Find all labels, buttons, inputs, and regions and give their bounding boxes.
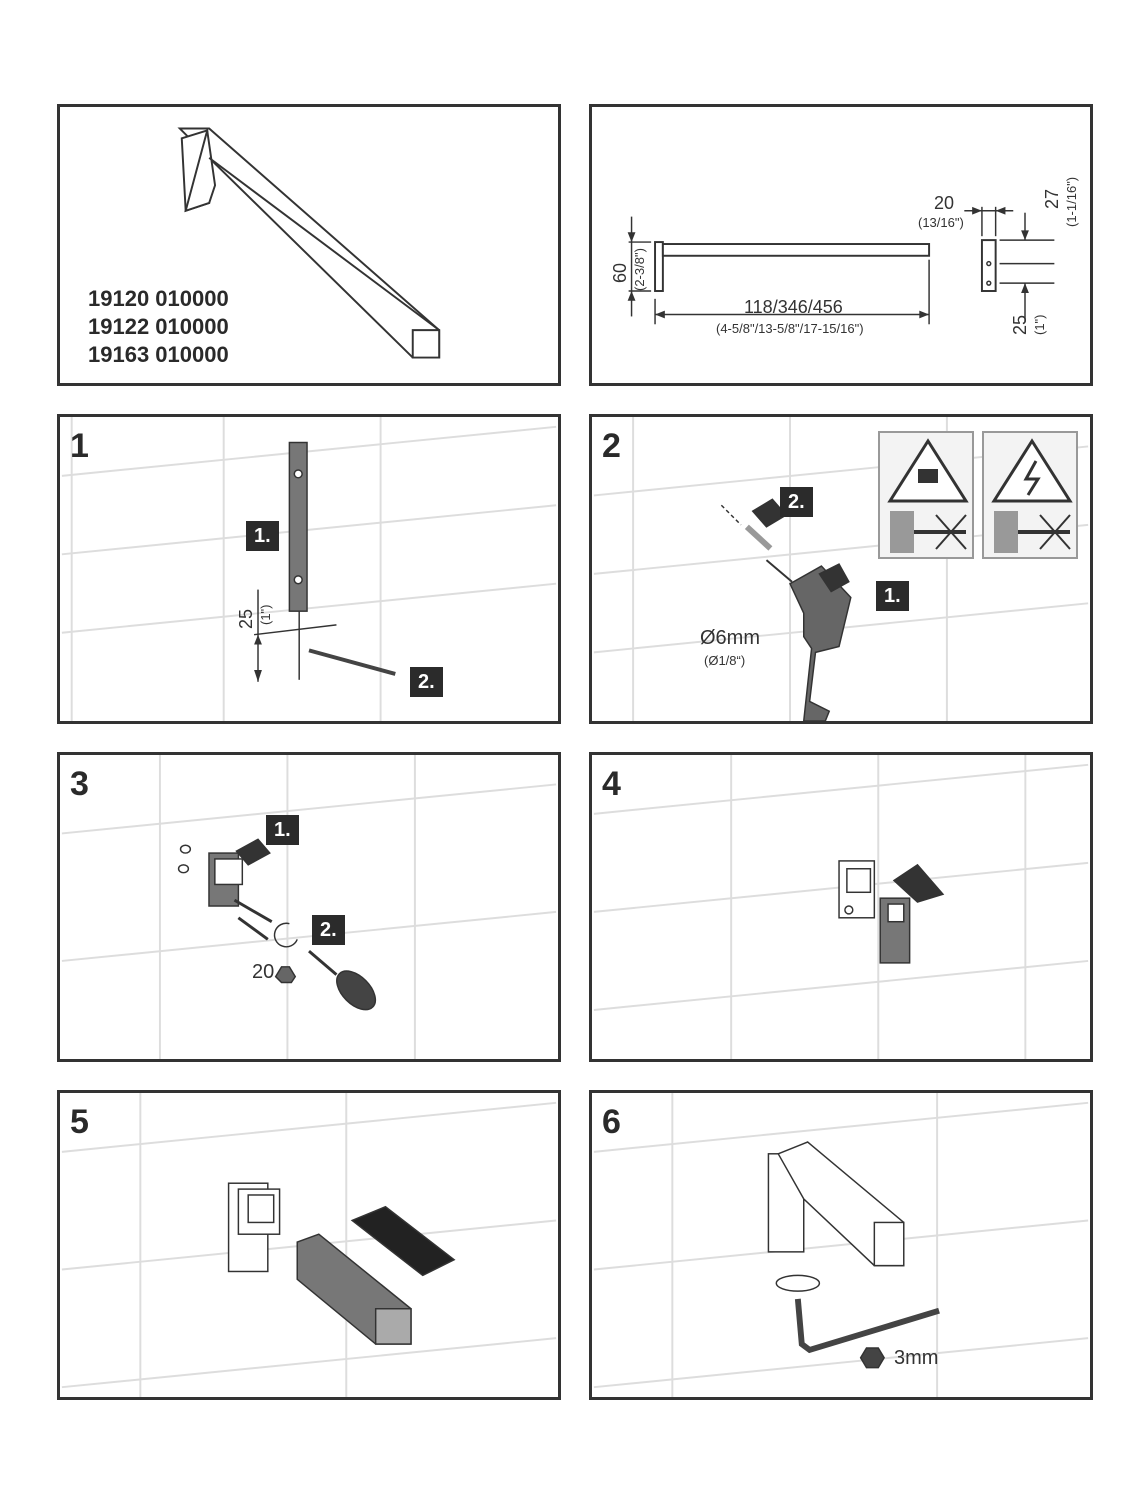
step-5-panel: 5: [57, 1090, 561, 1400]
dimension-drawing: [627, 206, 1055, 325]
step-badge: 1.: [266, 815, 299, 845]
measure-mm-label: 25: [236, 608, 256, 629]
bracket-cover-illustration: [593, 755, 1089, 1059]
model-number: 19163 010000: [88, 342, 229, 367]
step-badge: 2.: [410, 667, 443, 697]
bottom-offset-mm-label: 25: [1010, 314, 1030, 335]
mounting-bracket-illustration: [61, 755, 557, 1059]
height-mm-label: 60: [610, 262, 630, 283]
step-badge: 2.: [780, 487, 813, 517]
step-1-panel: 1 1. 2. 25 (1"): [57, 414, 561, 724]
top-offset-mm-label: 27: [1042, 188, 1062, 209]
step-number: 3: [70, 765, 89, 803]
step-number: 4: [602, 765, 621, 803]
step-badge: 1.: [246, 521, 279, 551]
measure-in-label: (1"): [258, 604, 273, 625]
towel-rail-illustration: [177, 127, 441, 359]
step-3-panel: 3 1. 2. 20: [57, 752, 561, 1062]
step-number: 6: [602, 1103, 621, 1141]
step-number: 5: [70, 1103, 89, 1141]
tile-wall-illustration: [61, 417, 557, 721]
step-badge: 1.: [876, 581, 909, 611]
depth-mm-label: 20: [934, 193, 955, 213]
hex-key-size-label: 3mm: [894, 1347, 939, 1369]
length-mm-label: 118/346/456: [744, 297, 843, 317]
depth-in-label: (13/16"): [918, 215, 964, 230]
product-overview-panel: 19120 010000 19122 010000 19163 010000: [57, 104, 561, 386]
drill-size-label: Ø6mm: [700, 627, 760, 649]
bottom-offset-in-label: (1"): [1032, 314, 1047, 335]
drill-size-in-label: (Ø1/8“): [704, 653, 746, 668]
step-badge: 2.: [312, 915, 345, 945]
electrical-cable-warning: [982, 431, 1078, 559]
torx-size-label: 20: [252, 961, 275, 983]
height-in-label: (2-3/8"): [632, 248, 647, 291]
length-in-label: (4-5/8"/13-5/8"/17-15/16"): [716, 321, 864, 336]
step-number: 1: [70, 427, 89, 465]
rail-insertion-illustration: [61, 1093, 557, 1397]
top-offset-in-label: (1-1/16"): [1064, 176, 1079, 227]
model-number: 19120 010000: [88, 286, 229, 311]
set-screw-tightening-illustration: [593, 1093, 1089, 1397]
model-number-list: 19120 010000 19122 010000 19163 010000: [88, 285, 229, 369]
step-number: 2: [602, 427, 621, 465]
dimensions-panel: 60 (2-3/8") 118/346/456 (4-5/8"/13-5/8"/…: [589, 104, 1093, 386]
step-4-panel: 4: [589, 752, 1093, 1062]
step-6-panel: 6 3mm: [589, 1090, 1093, 1400]
step-2-panel: 2 2. 1. Ø6mm (Ø1/8“): [589, 414, 1093, 724]
model-number: 19122 010000: [88, 314, 229, 339]
water-pipe-warning: [878, 431, 974, 559]
